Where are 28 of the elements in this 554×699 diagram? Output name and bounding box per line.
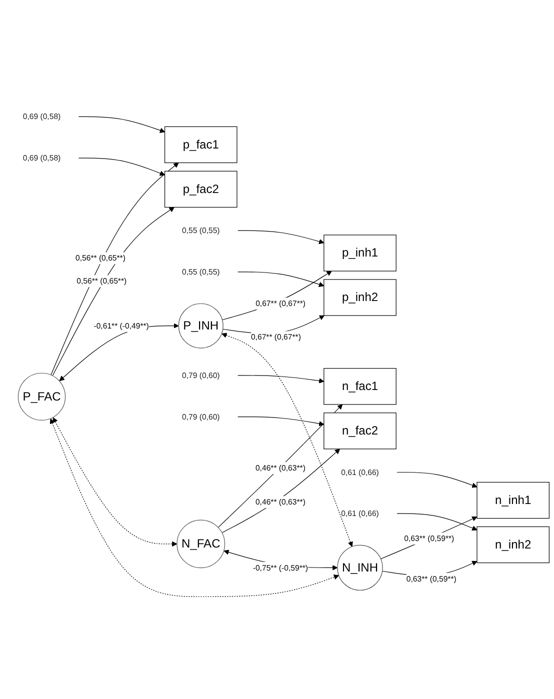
- arrow: [50, 162, 179, 376]
- node-circle: N_FAC: [176, 520, 226, 568]
- arrow: [52, 207, 174, 376]
- node-box: n_inh1: [476, 482, 550, 519]
- arrow: [222, 448, 340, 534]
- node-box: p_fac1: [164, 126, 238, 164]
- node-box: p_fac2: [164, 171, 238, 208]
- arrow: [222, 271, 332, 320]
- arrow: [238, 375, 324, 384]
- arrow: [222, 333, 353, 548]
- arrow: [396, 472, 478, 488]
- node-circle: P_INH: [178, 304, 224, 349]
- node-box: p_inh2: [324, 279, 396, 316]
- arrow: [218, 404, 343, 528]
- arrow: [78, 158, 166, 176]
- arrow: [52, 418, 178, 547]
- arrow: [238, 230, 324, 244]
- node-circle: P_FAC: [18, 373, 66, 421]
- arrow: [380, 516, 478, 560]
- arrow: [238, 272, 324, 288]
- arrow: [238, 416, 324, 427]
- node-box: n_inh2: [476, 526, 550, 564]
- arrow: [78, 116, 166, 134]
- node-box: p_inh1: [324, 234, 396, 272]
- arrow: [396, 514, 478, 531]
- node-circle: N_INH: [337, 545, 383, 591]
- node-box: n_fac1: [324, 368, 396, 406]
- node-box: n_fac2: [324, 412, 396, 450]
